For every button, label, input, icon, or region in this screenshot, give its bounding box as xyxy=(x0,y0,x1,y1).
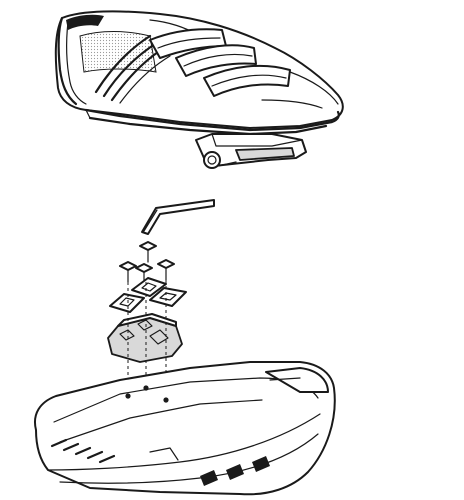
pedal-icon xyxy=(195,133,307,169)
cycling-shoe-icon xyxy=(54,10,344,136)
cleat-icon xyxy=(107,313,183,363)
alignment-guides xyxy=(127,280,167,384)
screw-icon xyxy=(139,241,157,263)
washer-icon xyxy=(109,293,145,313)
screw-icon xyxy=(157,259,175,281)
washer-icon xyxy=(149,287,187,307)
screw-icon xyxy=(119,261,137,283)
shoe-sole-icon xyxy=(34,361,336,496)
hex-key-icon xyxy=(141,199,215,235)
